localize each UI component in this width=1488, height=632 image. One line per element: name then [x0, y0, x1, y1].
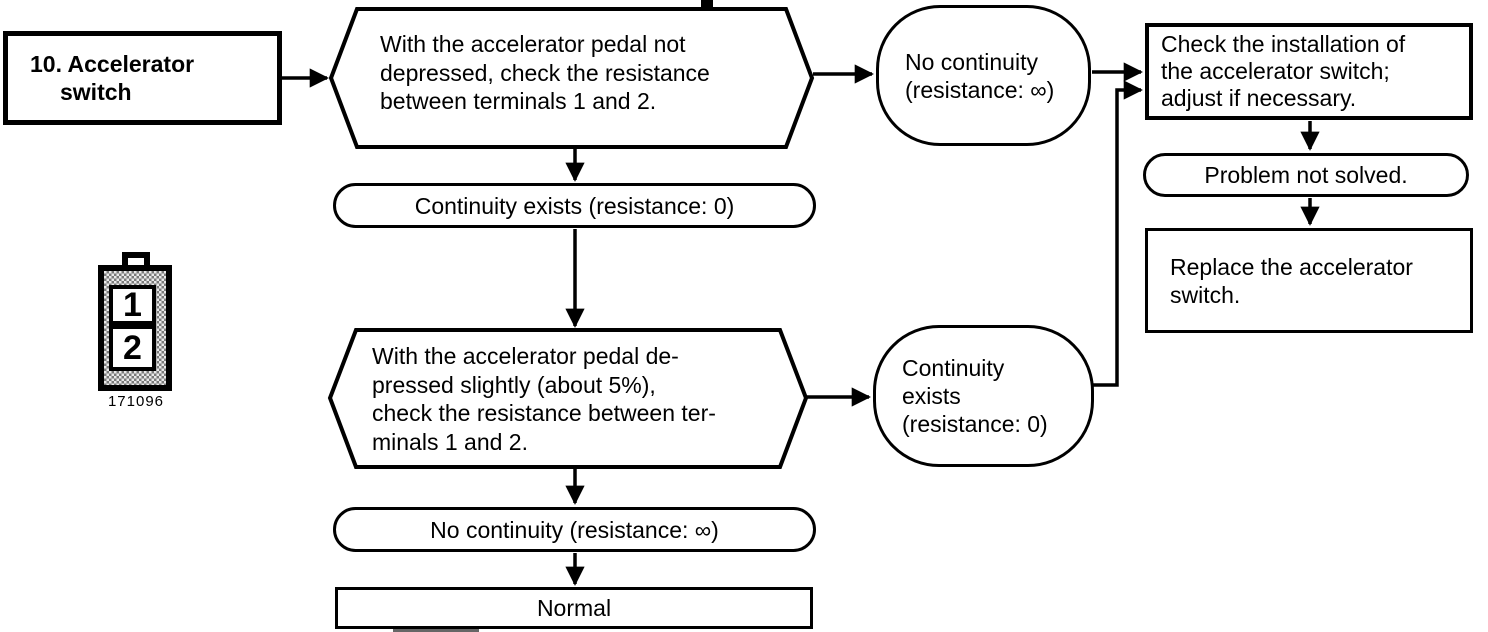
node-problem-not-solved: Problem not solved.	[1143, 153, 1469, 197]
node-action-check-installation: Check the installation of the accelerato…	[1145, 23, 1473, 120]
node-result-continuity-exists: Continuity exists (resistance: 0)	[333, 183, 816, 228]
connector-body: 1 2	[98, 265, 172, 391]
scan-artifact-top	[701, 0, 713, 7]
node-normal: Normal	[335, 587, 813, 629]
node-ellipse-no-continuity: No continuity (resistance: ∞)	[876, 5, 1091, 146]
node-ellipse-continuity-exists: Continuity exists (resistance: 0)	[873, 325, 1094, 467]
arrow-ellipse2-to-check	[1091, 80, 1143, 387]
node-action-replace-switch: Replace the accelerator switch.	[1145, 228, 1473, 333]
scan-artifact-bottom	[393, 628, 479, 632]
figure-number: 171096	[107, 393, 165, 410]
node-step-title: 10. Accelerator switch	[3, 31, 282, 125]
node-test2-text: With the accelerator pedal de- pressed s…	[372, 343, 716, 455]
step-title-line2: switch	[60, 79, 132, 105]
node-result-no-continuity: No continuity (resistance: ∞)	[333, 507, 816, 552]
connector-illustration: 1 2	[98, 252, 174, 412]
hexagon-test1-shape	[328, 7, 815, 149]
hexagon-test2-shape	[327, 328, 809, 469]
step-title-line1: 10. Accelerator	[30, 51, 195, 77]
terminal-1-label: 1	[109, 285, 156, 325]
terminal-2-label: 2	[109, 325, 156, 371]
node-test1-text: With the accelerator pedal not depressed…	[380, 31, 710, 114]
